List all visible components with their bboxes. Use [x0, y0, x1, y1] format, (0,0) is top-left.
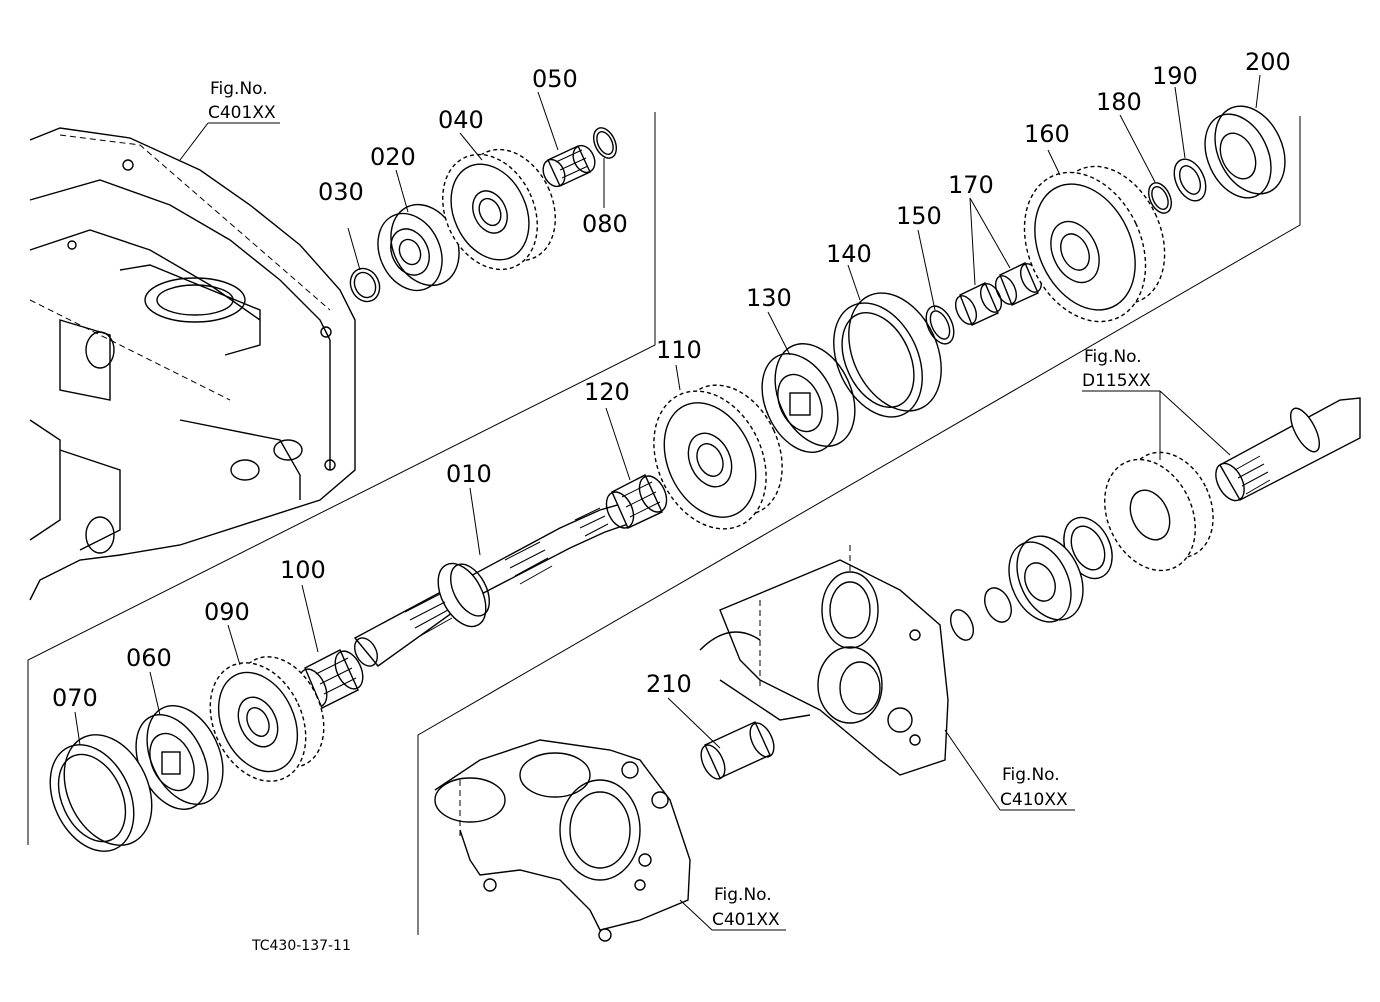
countershaft-assembly — [949, 397, 1361, 641]
label-010: 010 — [446, 460, 492, 488]
label-200: 200 — [1245, 48, 1291, 76]
part-110-gear — [653, 384, 783, 530]
part-060-bearing — [135, 705, 224, 810]
label-140: 140 — [826, 240, 872, 268]
label-030: 030 — [318, 178, 364, 206]
part-180-snap-ring — [1147, 182, 1173, 214]
label-210: 210 — [646, 670, 692, 698]
part-050-needle-bearing — [542, 144, 596, 188]
fig-caption: Fig.No. — [1084, 347, 1142, 367]
label-080: 080 — [582, 210, 628, 238]
label-150: 150 — [896, 202, 942, 230]
part-170-needle-bearings — [954, 262, 1043, 326]
label-040: 040 — [438, 106, 484, 134]
transmission-case — [29, 127, 356, 601]
label-070: 070 — [52, 684, 98, 712]
part-070-sleeve — [49, 734, 153, 852]
figure-ref-right-mid: Fig.No. D115XX — [1082, 347, 1151, 391]
part-090-gear — [209, 656, 325, 782]
label-160: 160 — [1024, 120, 1070, 148]
fig-code: C410XX — [1000, 790, 1068, 810]
label-090: 090 — [204, 598, 250, 626]
figure-ref-top-left: Fig.No. C401XX — [208, 79, 276, 123]
part-150-snap-ring — [925, 305, 955, 345]
label-100: 100 — [280, 556, 326, 584]
part-200-bearing — [1204, 105, 1286, 199]
cover-c410 — [699, 545, 949, 776]
part-160-gear — [1023, 165, 1166, 323]
fig-caption: Fig.No. — [1002, 765, 1060, 785]
label-190: 190 — [1152, 62, 1198, 90]
fig-code: D115XX — [1082, 371, 1151, 391]
label-130: 130 — [746, 284, 792, 312]
figure-ref-bottom-mid: Fig.No. C401XX — [712, 885, 780, 930]
leader-lines — [74, 74, 1261, 931]
part-140-sleeve — [833, 292, 942, 418]
part-010-shaft — [353, 499, 641, 667]
part-020-bearing — [377, 203, 460, 292]
drawing-code: TC430-137-11 — [251, 938, 351, 954]
part-120-needle-bearing — [605, 474, 668, 529]
frame-lines — [27, 112, 1301, 935]
label-170: 170 — [948, 171, 994, 199]
fig-caption: Fig.No. — [210, 79, 268, 99]
label-050: 050 — [532, 65, 578, 93]
part-190-washer — [1173, 158, 1207, 202]
part-210-needle-bearing — [700, 721, 775, 780]
part-130-bearing — [761, 343, 856, 453]
fig-code: C401XX — [208, 103, 276, 123]
label-110: 110 — [656, 336, 702, 364]
part-040-gear — [442, 148, 556, 271]
label-020: 020 — [370, 143, 416, 171]
label-120: 120 — [584, 378, 630, 406]
part-100-needle-bearing — [298, 649, 364, 709]
part-030-snap-ring — [349, 267, 381, 303]
fig-code: C401XX — [712, 910, 780, 930]
label-180: 180 — [1096, 88, 1142, 116]
fig-caption: Fig.No. — [714, 885, 772, 905]
label-060: 060 — [126, 644, 172, 672]
figure-ref-bottom-right: Fig.No. C410XX — [1000, 765, 1068, 810]
housing-c401-lower — [434, 739, 691, 942]
part-080-snap-ring — [592, 127, 618, 159]
